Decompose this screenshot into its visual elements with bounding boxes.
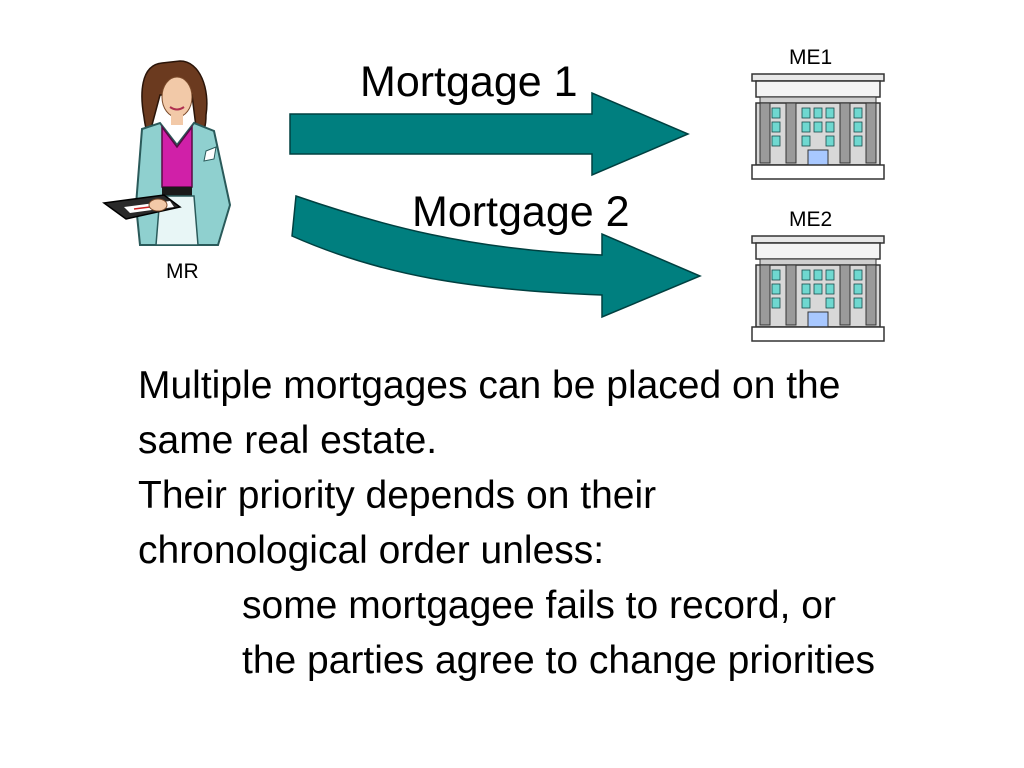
text-line: some mortgagee fails to record, or (242, 584, 836, 627)
text-line: Multiple mortgages can be placed on the (138, 364, 841, 407)
text-line: Their priority depends on their (138, 474, 657, 517)
mortgagee-2-label: ME2 (789, 208, 833, 231)
bank-building-icon (751, 73, 885, 180)
mortgagor-label: MR (166, 260, 199, 283)
mortgage-2-arrow (291, 194, 702, 319)
bank-building-icon (751, 235, 885, 342)
text-line: the parties agree to change priorities (242, 639, 876, 682)
mortgage-1-arrow (289, 91, 690, 177)
businesswoman-icon (102, 60, 232, 246)
text-line: chronological order unless: (138, 529, 605, 572)
mortgage-1-label: Mortgage 1 (360, 58, 578, 106)
mortgage-2-label: Mortgage 2 (412, 188, 630, 236)
mortgagee-1-label: ME1 (789, 46, 833, 69)
text-line: same real estate. (138, 419, 438, 462)
body-text: Multiple mortgages can be placed on the … (138, 358, 875, 688)
